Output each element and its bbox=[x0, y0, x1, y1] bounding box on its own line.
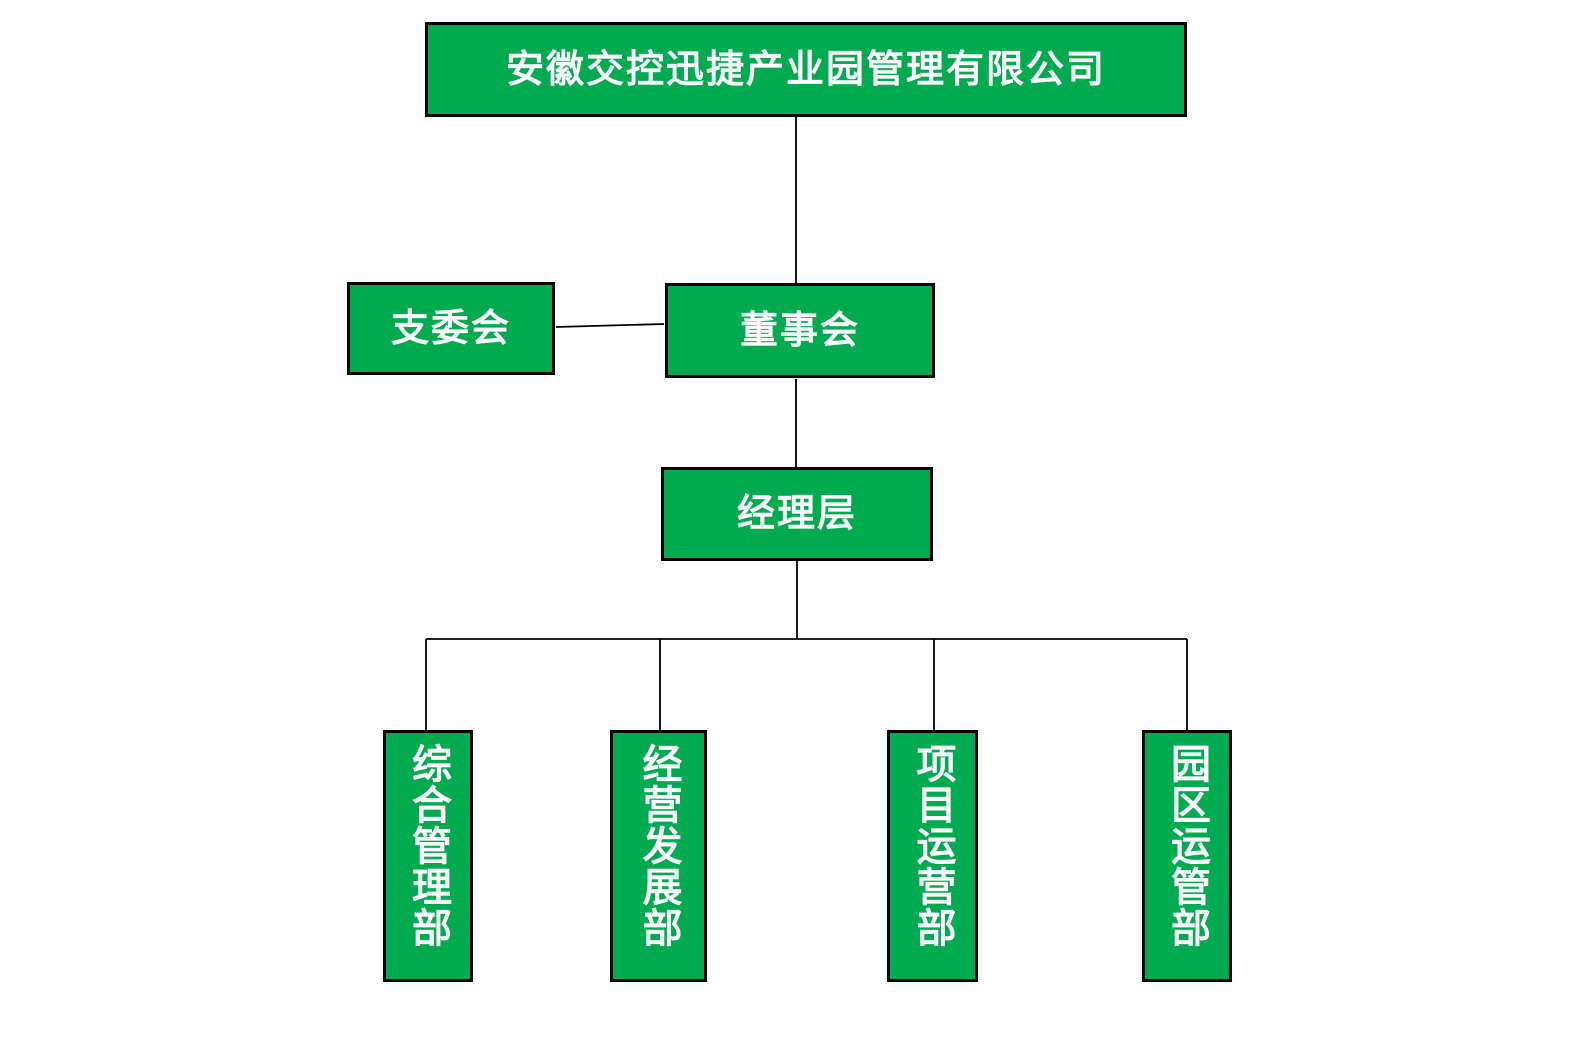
node-company: 安徽交控迅捷产业园管理有限公司 bbox=[425, 22, 1187, 117]
node-management: 经理层 bbox=[661, 467, 933, 561]
node-company-label: 安徽交控迅捷产业园管理有限公司 bbox=[505, 48, 1106, 91]
node-dept-project-operations-label: 项目运营部 bbox=[910, 742, 955, 948]
connector-committee-board bbox=[555, 323, 665, 328]
node-branch-committee: 支委会 bbox=[347, 282, 555, 375]
node-dept-park-operations-label: 园区运管部 bbox=[1165, 742, 1209, 948]
node-dept-business-development-label: 经营发展部 bbox=[636, 742, 681, 948]
node-board: 董事会 bbox=[665, 283, 935, 378]
node-board-label: 董事会 bbox=[739, 309, 860, 352]
node-dept-project-operations: 项目运营部 bbox=[887, 730, 978, 982]
node-management-label: 经理层 bbox=[736, 493, 857, 535]
node-dept-park-operations: 园区运管部 bbox=[1142, 730, 1232, 982]
node-dept-business-development: 经营发展部 bbox=[610, 730, 707, 982]
node-dept-general-management: 综合管理部 bbox=[383, 730, 473, 982]
node-dept-general-management-label: 综合管理部 bbox=[406, 742, 450, 948]
node-branch-committee-label: 支委会 bbox=[390, 307, 511, 350]
